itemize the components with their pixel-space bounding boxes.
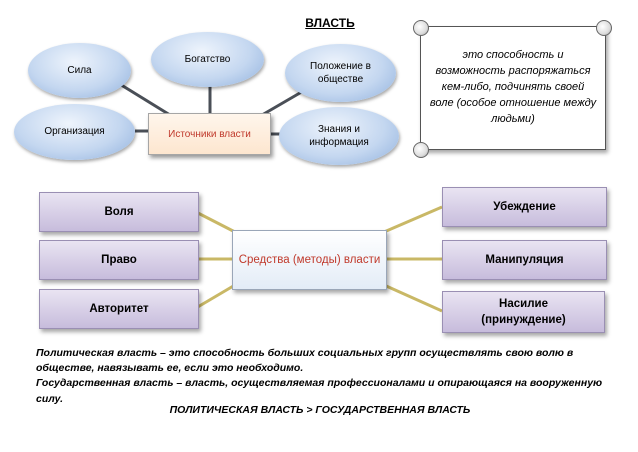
means-avtoritet: Авторитет <box>39 289 199 329</box>
connector-avtoritet <box>195 283 236 310</box>
source-organizatsiya: Организация <box>14 104 135 160</box>
source-sila: Сила <box>28 43 131 98</box>
source-polozhenie: Положение в обществе <box>285 44 396 102</box>
connector-volya <box>195 210 236 234</box>
power-comparison-formula: ПОЛИТИЧЕСКАЯ ВЛАСТЬ > ГОСУДАРСТВЕННАЯ ВЛ… <box>169 404 471 416</box>
means-center-box: Средства (методы) власти <box>232 230 387 290</box>
political-power-definition: Политическая власть – это способность бо… <box>36 347 574 375</box>
means-manipulyatsiya: Манипуляция <box>442 240 607 280</box>
means-pravo: Право <box>39 240 199 280</box>
connector-ubezhdenie <box>383 205 443 234</box>
source-bogatstvo: Богатство <box>151 32 264 87</box>
definition-text: это способность и возможность распоряжат… <box>429 49 597 125</box>
means-nasilie: Насилие (принуждение) <box>442 291 605 333</box>
sources-center-box: Источники власти <box>148 113 271 155</box>
means-volya: Воля <box>39 192 199 232</box>
source-znaniya: Знания и информация <box>279 107 399 165</box>
connector-polozhenie <box>261 88 306 117</box>
means-center-label: Средства (методы) власти <box>238 253 381 266</box>
connector-nasilie <box>383 283 443 313</box>
scroll-curl-icon <box>413 20 429 36</box>
scroll-curl-icon <box>596 20 612 36</box>
state-power-definition: Государственная власть – власть, осущест… <box>36 377 603 405</box>
connector-sila <box>117 81 171 117</box>
scroll-curl-icon <box>413 142 429 158</box>
definition-scroll: это способность и возможность распоряжат… <box>420 26 606 150</box>
means-ubezhdenie: Убеждение <box>442 187 607 227</box>
definitions-text-block: Политическая власть – это способность бо… <box>36 346 616 407</box>
page-title: ВЛАСТЬ <box>305 16 355 30</box>
